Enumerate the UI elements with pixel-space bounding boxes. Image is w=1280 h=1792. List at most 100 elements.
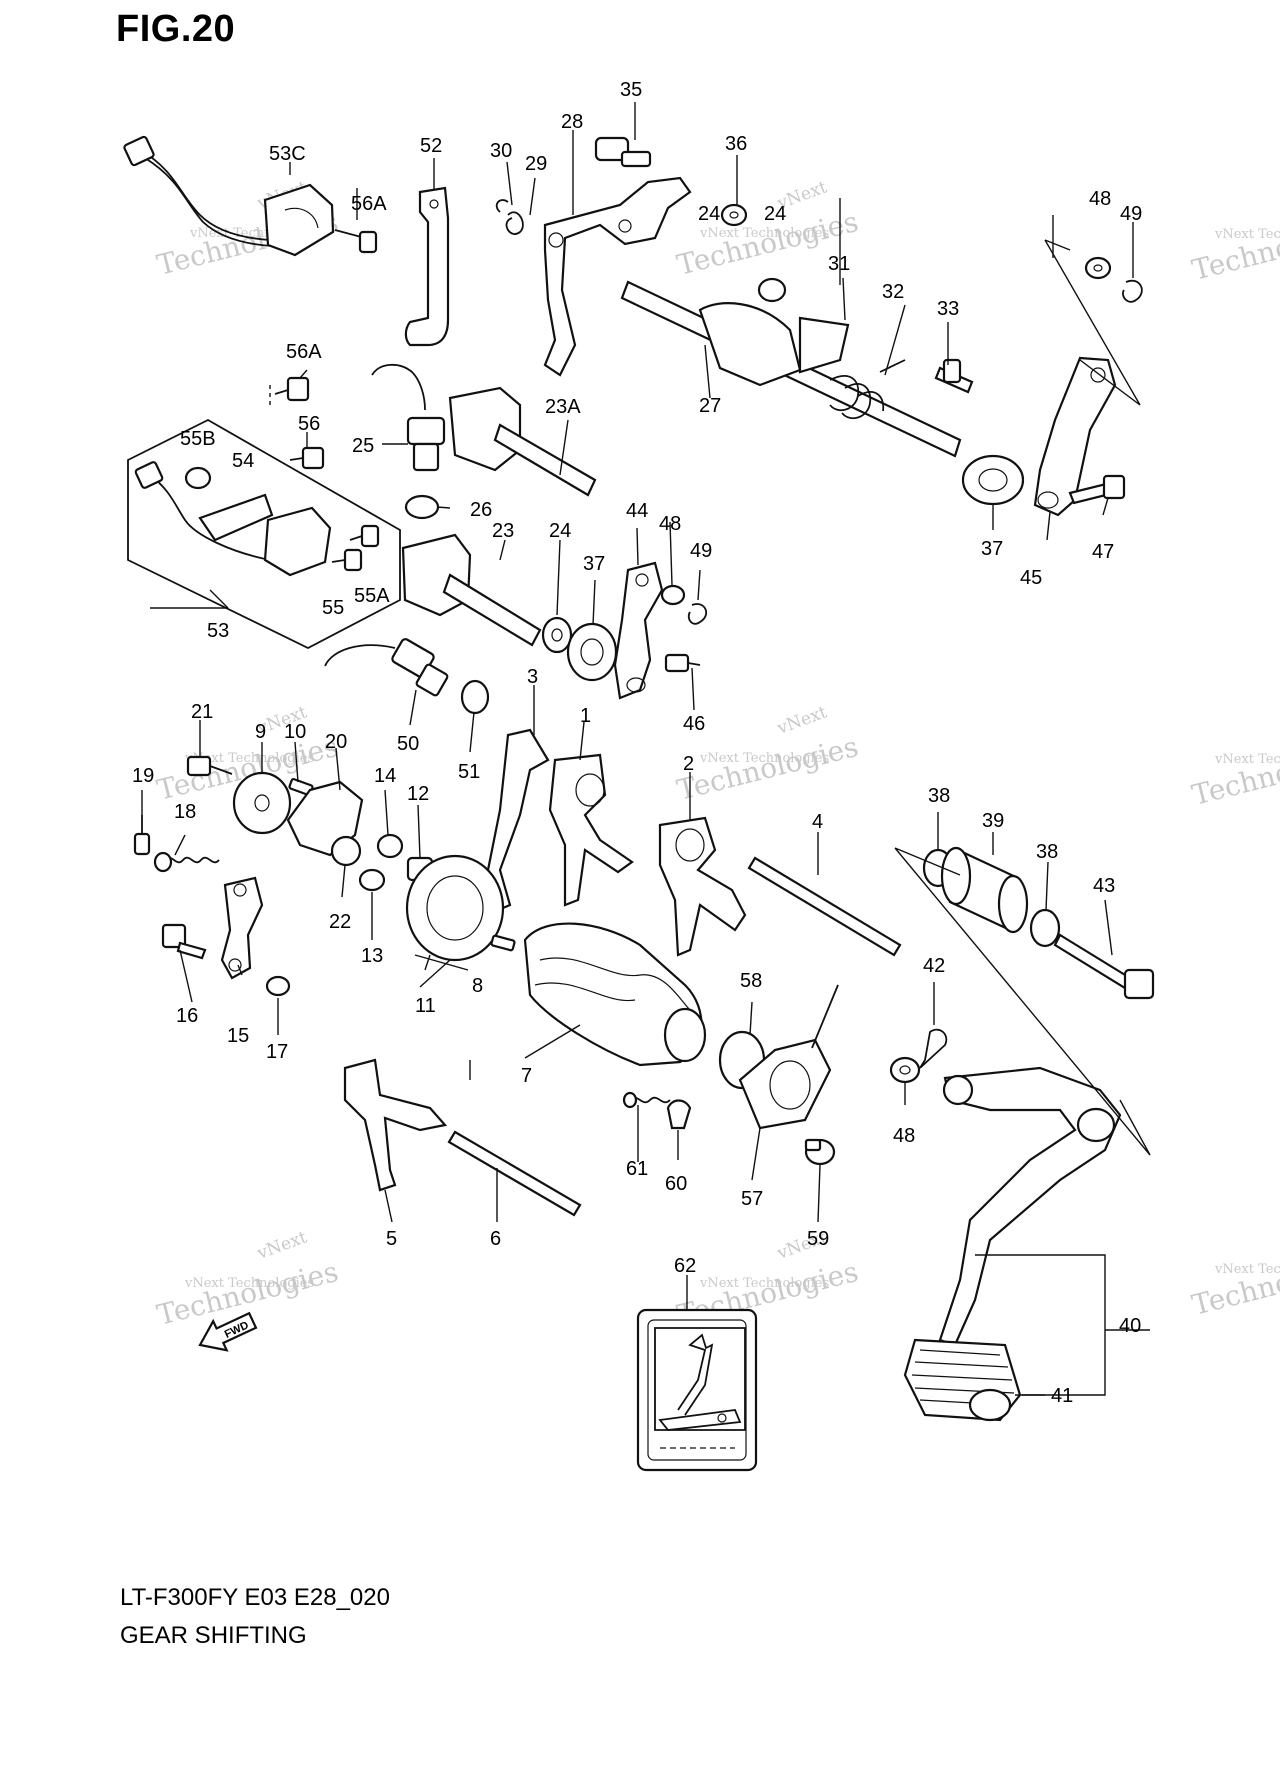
shift-label-62 [636,1308,758,1472]
bolt-33 [934,358,974,394]
shaft-23a [448,386,597,497]
part-label: 33 [937,298,959,320]
bolt-16 [161,923,207,960]
part-label: 19 [132,765,154,787]
bolt-35 [594,136,652,168]
part-label: 2 [683,753,694,775]
switch-50 [324,638,449,697]
gearshift-lever-40 [938,1066,1122,1347]
part-label: 30 [490,140,512,162]
sensor-54 [134,461,332,577]
part-label: 37 [583,553,605,575]
part-label: 62 [674,1255,696,1277]
watermark-mid: vNext Technologies [699,751,829,766]
part-label: 8 [472,975,483,997]
neutral-switch-25 [371,363,446,472]
part-label: 13 [361,945,383,967]
oil-seal-11 [405,854,505,962]
part-label: 24 [549,520,571,542]
part-label: 48 [1089,188,1111,210]
part-label: 53 [207,620,229,642]
part-label: 43 [1093,875,1115,897]
washer-24-mid [541,616,573,654]
nut-34 [757,277,787,303]
part-label: 4 [812,811,823,833]
o-ring-38-right [1029,908,1061,948]
part-label: 31 [828,253,850,275]
plate-9 [232,771,292,835]
part-label: 25 [352,435,374,457]
part-label: 20 [325,731,347,753]
spring-29 [505,211,524,235]
watermark-mid: vNext Technologies [184,751,314,766]
part-label: 49 [1120,203,1142,225]
part-label: 52 [420,135,442,157]
part-label: 36 [725,133,747,155]
washer-13 [358,868,386,892]
bolt-21 [186,755,233,777]
part-label: 23A [545,396,581,418]
spring-61 [622,1091,671,1109]
shift-cam-driven-gear-20 [286,780,364,867]
watermark-bottom: Technologies [1189,735,1280,812]
part-label: 38 [1036,841,1058,863]
part-label: 45 [1020,567,1042,589]
shift-fork-5 [343,1058,448,1192]
part-label: 1 [580,705,591,727]
part-label: 15 [227,1025,249,1047]
bolt-55 [331,548,363,572]
watermark-top: vNext [254,1227,310,1264]
shift-fork-2 [658,816,747,957]
part-label: 57 [741,1188,763,1210]
bolt-56a-top [334,229,378,254]
gearshift-shaft-27 [620,280,962,458]
watermark-mid: vNext Technologies [1214,1262,1280,1277]
part-label: 50 [397,733,419,755]
bolt-56-left [289,446,325,470]
collar-14 [376,833,404,859]
oil-seal-37-right [961,454,1025,506]
clip-49-top [1122,279,1143,303]
watermark-mid: vNext Technologies [1214,752,1280,767]
watermark-bottom: Technologies [1189,210,1280,287]
part-label: 49 [690,540,712,562]
bracket-52 [404,186,450,347]
part-label: 55A [354,585,390,607]
sensor-assembly-53-box [127,418,401,650]
clip-30 [495,199,509,213]
part-label: 47 [1092,541,1114,563]
fork-shaft-6 [447,1130,582,1217]
part-label: 58 [740,970,762,992]
part-label: 55B [180,428,216,450]
part-label: 40 [1119,1315,1141,1337]
part-label: 53C [269,143,306,165]
bolt-55a [349,524,380,548]
screw-59 [804,1138,836,1166]
part-label: 21 [191,701,213,723]
gearshift-cam-7 [523,922,707,1067]
part-label: 5 [386,1228,397,1250]
watermark-bottom: Technologies [674,730,862,807]
fork-shaft-4 [747,856,902,957]
model-code: LT-F300FY E03 E28_020 [120,1584,390,1611]
bolt-46 [664,653,701,673]
bolt-43 [1053,933,1155,1000]
sleeve-39 [940,846,1029,934]
part-label: 14 [374,765,396,787]
part-label: 46 [683,713,705,735]
leader-lines [141,102,1151,1396]
part-label: 38 [928,785,950,807]
watermark-edge: vNext Technologies Technologies [1189,735,1280,812]
spring-18 [153,851,220,873]
part-label: 11 [415,995,436,1017]
watermark-mid: vNext Technologies [1214,227,1280,242]
watermark-bottom: Technologies [1189,1245,1280,1322]
part-drawings: FWD [123,135,1155,1472]
cotter-pin-42 [919,1028,948,1069]
part-label: 27 [699,395,721,417]
part-label: 29 [525,153,547,175]
part-label: 3 [527,666,538,688]
part-label: 60 [665,1173,687,1195]
part-label: 32 [882,281,904,303]
